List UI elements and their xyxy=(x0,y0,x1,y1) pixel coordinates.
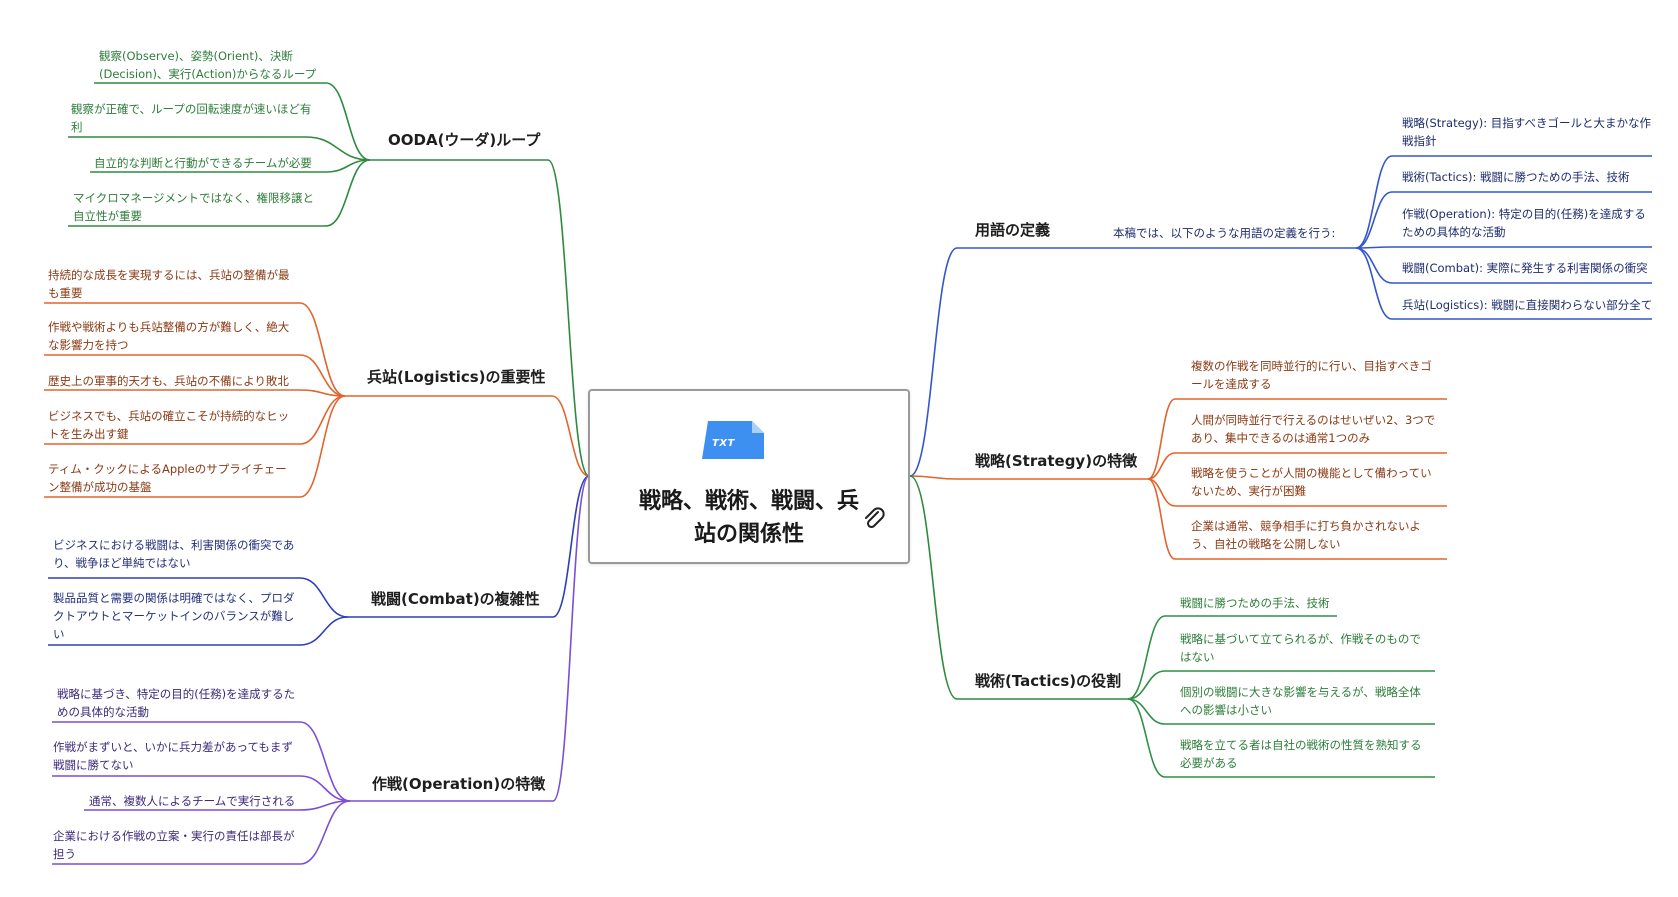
connector-leaf-tactics-4 xyxy=(1127,698,1166,778)
connector-leaf-operation-4 xyxy=(299,800,351,865)
connector-leaf-strategy-4 xyxy=(1147,478,1176,560)
txt-file-icon xyxy=(702,421,764,459)
connector-leaf-operation-1 xyxy=(299,721,351,802)
leaf-logistics-4[interactable]: ビジネスでも、兵站の確立こそが持続的なヒッ トを生み出す鍵 xyxy=(48,409,290,441)
leaf-definitions-intro[interactable]: 本稿では、以下のような用語の定義を行う: xyxy=(1113,226,1336,240)
branch-term-definitions[interactable]: 用語の定義 xyxy=(975,221,1051,239)
central-topic[interactable]: TXT 戦略、戦術、戦闘、兵 站の関係性 xyxy=(588,389,910,564)
connector-leaf-tactics-2 xyxy=(1127,670,1166,700)
connector-leaf-operation-3 xyxy=(299,800,351,811)
branch-strategy-features[interactable]: 戦略(Strategy)の特徴 xyxy=(975,452,1138,470)
leaf-ooda-1[interactable]: 観察(Observe)、姿勢(Orient)、決断 (Decision)、実行(… xyxy=(99,49,317,81)
connector-leaf-tactics-1 xyxy=(1127,615,1166,700)
connector-leaf-definitions-4 xyxy=(1355,247,1393,284)
connector-strategy xyxy=(909,475,958,480)
connector-leaf-definitions-1 xyxy=(1355,155,1393,249)
connector-logistics xyxy=(551,395,590,477)
connector-leaf-logistics-4 xyxy=(299,395,346,445)
leaf-definition-tactics[interactable]: 戦術(Tactics): 戦闘に勝つための手法、技術 xyxy=(1402,170,1630,184)
connector-leaf-logistics-2 xyxy=(299,354,346,397)
branch-tactics-role[interactable]: 戦術(Tactics)の役割 xyxy=(975,672,1122,690)
leaf-definition-combat[interactable]: 戦闘(Combat): 実際に発生する利害関係の衝突 xyxy=(1402,261,1648,275)
file-type-label: TXT xyxy=(712,438,735,449)
branch-operation-features[interactable]: 作戦(Operation)の特徴 xyxy=(372,775,546,793)
connector-leaf-combat-2 xyxy=(299,616,349,646)
connector-definitions xyxy=(909,247,958,477)
connector-operation xyxy=(552,475,590,802)
leaf-ooda-4[interactable]: マイクロマネージメントではなく、権限移譲と 自立性が重要 xyxy=(73,191,315,223)
connector-leaf-strategy-1 xyxy=(1147,398,1176,480)
leaf-operation-1[interactable]: 戦略に基づき、特定の目的(任務)を達成するた めの具体的な活動 xyxy=(57,687,296,719)
branch-combat-complexity[interactable]: 戦闘(Combat)の複雑性 xyxy=(371,590,540,608)
connector-leaf-logistics-3 xyxy=(299,389,346,397)
branch-ooda-loop[interactable]: OODA(ウーダ)ループ xyxy=(388,131,541,149)
connector-leaf-definitions-2 xyxy=(1355,191,1393,249)
leaf-logistics-2[interactable]: 作戦や戦術よりも兵站整備の方が難しく、絶大 な影響力を持つ xyxy=(48,320,290,352)
connector-leaf-combat-1 xyxy=(299,577,349,618)
connector-leaf-ooda-2 xyxy=(305,136,371,161)
leaf-logistics-1[interactable]: 持続的な成長を実現するには、兵站の整備が最 も重要 xyxy=(48,268,290,300)
connector-leaf-ooda-1 xyxy=(325,82,371,161)
leaf-tactics-2[interactable]: 戦略に基づいて立てられるが、作戦そのもので はない xyxy=(1180,632,1421,664)
connector-leaf-logistics-5 xyxy=(299,395,346,498)
leaf-operation-4[interactable]: 企業における作戦の立案・実行の責任は部長が 担う xyxy=(53,829,295,861)
leaf-ooda-2[interactable]: 観察が正確で、ループの回転速度が速いほど有 利 xyxy=(71,102,312,134)
leaf-operation-2[interactable]: 作戦がまずいと、いかに兵力差があってもまず 戦闘に勝てない xyxy=(53,740,293,772)
leaf-operation-3[interactable]: 通常、複数人によるチームで実行される xyxy=(89,794,296,808)
leaf-combat-1[interactable]: ビジネスにおける戦闘は、利害関係の衝突であ り、戦争ほど単純ではない xyxy=(53,538,295,570)
leaf-ooda-3[interactable]: 自立的な判断と行動ができるチームが必要 xyxy=(94,156,312,170)
connector-leaf-logistics-1 xyxy=(299,302,346,397)
connector-ooda xyxy=(547,159,590,477)
leaf-strategy-1[interactable]: 複数の作戦を同時並行的に行い、目指すべきゴ ールを達成する xyxy=(1191,359,1432,391)
connector-tactics xyxy=(909,475,958,700)
connector-leaf-strategy-2 xyxy=(1147,452,1176,480)
leaf-tactics-3[interactable]: 個別の戦闘に大きな影響を与えるが、戦略全体 への影響は小さい xyxy=(1180,685,1421,717)
leaf-strategy-2[interactable]: 人間が同時並行で行えるのはせいぜい2、3つで あり、集中できるのは通常1つのみ xyxy=(1191,413,1436,445)
leaf-strategy-4[interactable]: 企業は通常、競争相手に打ち負かされないよ う、自社の戦略を公開しない xyxy=(1191,519,1421,551)
branch-logistics-importance[interactable]: 兵站(Logistics)の重要性 xyxy=(367,368,546,386)
connector-leaf-definitions-3 xyxy=(1355,246,1393,249)
leaf-combat-2[interactable]: 製品品質と需要の関係は明確ではなく、プロダ クトアウトとマーケットインのバランス… xyxy=(53,591,295,641)
leaf-tactics-1[interactable]: 戦闘に勝つための手法、技術 xyxy=(1180,596,1330,610)
leaf-definition-logistics[interactable]: 兵站(Logistics): 戦闘に直接関わらない部分全て xyxy=(1402,298,1653,312)
connector-leaf-ooda-4 xyxy=(325,159,371,227)
connector-leaf-operation-2 xyxy=(299,775,351,802)
connector-combat xyxy=(552,475,590,618)
leaf-tactics-4[interactable]: 戦略を立てる者は自社の戦術の性質を熟知する 必要がある xyxy=(1180,738,1422,770)
leaf-logistics-5[interactable]: ティム・クックによるAppleのサプライチェー ン整備が成功の基盤 xyxy=(48,462,287,494)
paperclip-icon[interactable] xyxy=(862,505,886,531)
central-title: 戦略、戦術、戦闘、兵 站の関係性 xyxy=(638,489,859,547)
leaf-strategy-3[interactable]: 戦略を使うことが人間の機能として備わってい ないため、実行が困難 xyxy=(1191,466,1432,498)
leaf-logistics-3[interactable]: 歴史上の軍事的天才も、兵站の不備により敗北 xyxy=(48,374,289,388)
leaf-definition-operation[interactable]: 作戦(Operation): 特定の目的(任務)を達成する ための具体的な活動 xyxy=(1402,207,1646,239)
connector-leaf-definitions-5 xyxy=(1355,247,1393,320)
leaf-definition-strategy[interactable]: 戦略(Strategy): 目指すべきゴールと大まかな作 戦指針 xyxy=(1402,116,1651,148)
